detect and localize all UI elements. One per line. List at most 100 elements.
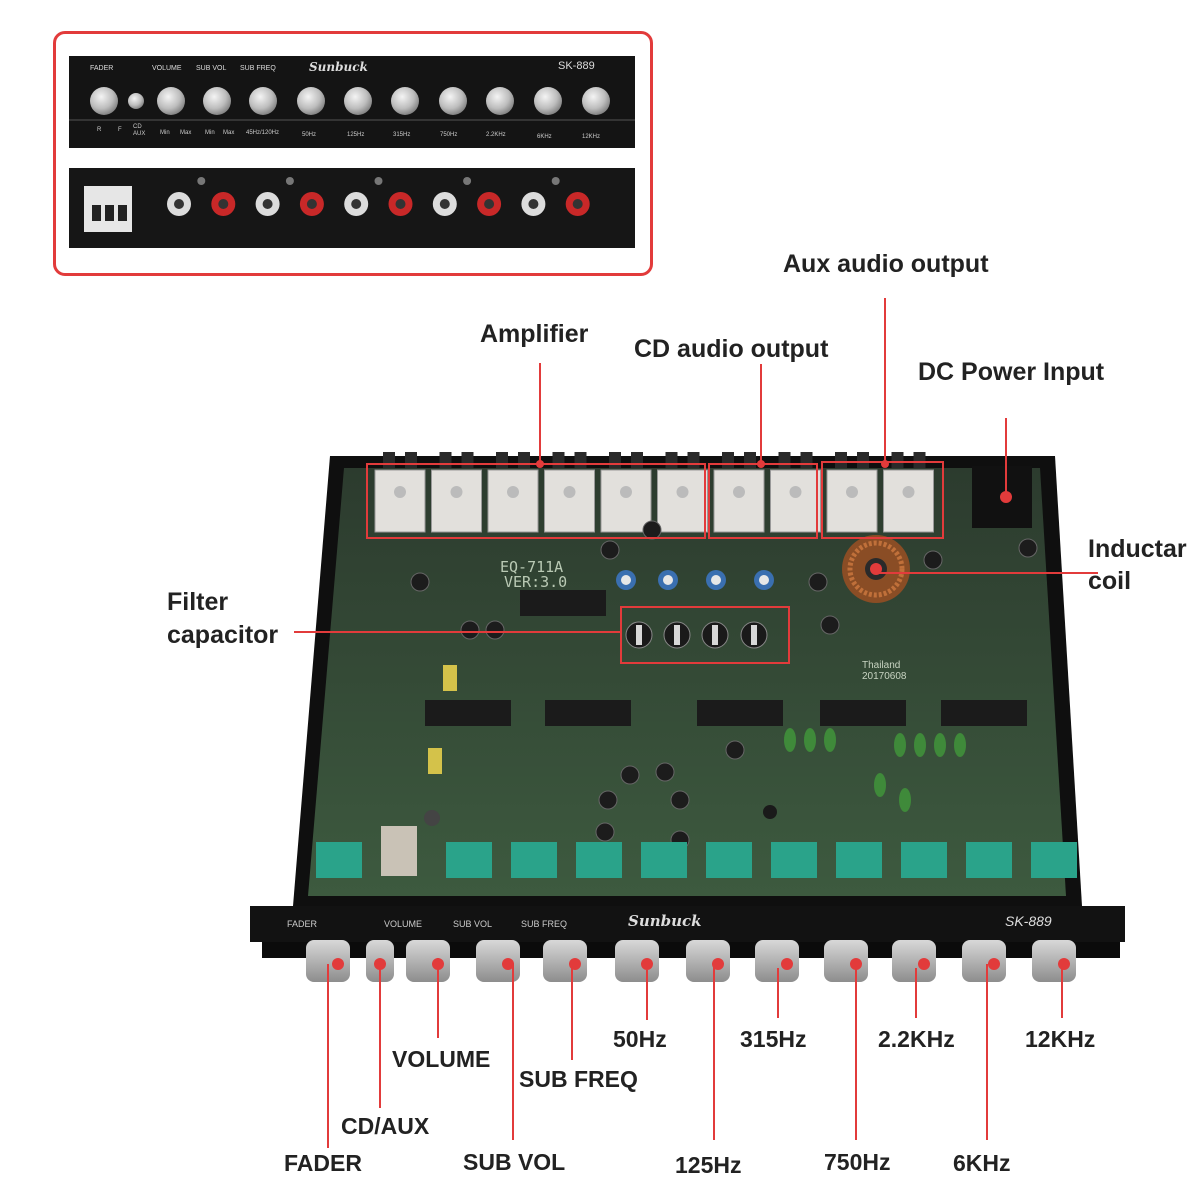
- callout-inductance-coil-line1: Inductar: [1088, 535, 1187, 563]
- board-text-date: 20170608: [862, 671, 907, 682]
- capacitor-icon: [642, 520, 662, 540]
- inset-scale-label: 45Hz/120Hz: [246, 130, 280, 136]
- capacitor-icon: [485, 620, 505, 640]
- inset-scale-label: R: [97, 127, 102, 133]
- inset-scale-label: AUX: [133, 131, 146, 137]
- label-315hz: 315Hz: [740, 1026, 807, 1052]
- panel-label-sub-freq: SUB FREQ: [521, 919, 568, 929]
- front-knob: [686, 940, 730, 982]
- inset-label-sub-vol: SUB VOL: [196, 65, 227, 72]
- potentiometer-icon: [771, 842, 817, 878]
- capacitor-icon: [598, 790, 618, 810]
- front-knob: [755, 940, 799, 982]
- label-sub-vol: SUB VOL: [463, 1149, 566, 1175]
- rca-jack-block: [544, 469, 595, 533]
- label-sub-freq: SUB FREQ: [519, 1066, 638, 1092]
- rca-jack-block: [657, 469, 708, 533]
- dc-power-block: [972, 466, 1032, 528]
- inset-brand: Sunbuck: [309, 60, 368, 74]
- screw-icon: [463, 177, 472, 185]
- potentiometer-icon: [966, 842, 1012, 878]
- callout-leaders: [294, 298, 1098, 633]
- capacitor-icon: [595, 822, 615, 842]
- inset-scale-label: Min: [160, 130, 170, 136]
- inset-scale-label: 125Hz: [347, 132, 365, 138]
- inset-label-sub-freq: SUB FREQ: [240, 65, 276, 72]
- filter-capacitors: [625, 621, 768, 649]
- inset-scale-label: 2.2KHz: [486, 132, 506, 138]
- rca-jack-block: [374, 469, 426, 533]
- inset-knob: [157, 87, 185, 115]
- potentiometer-icon: [511, 842, 557, 878]
- resistor-icon: [443, 665, 457, 691]
- potentiometer-row: [316, 826, 1077, 878]
- inset-knob: [534, 87, 562, 115]
- label-volume: VOLUME: [392, 1046, 491, 1072]
- front-knob: [892, 940, 936, 982]
- inset-scale-label: 750Hz: [440, 132, 458, 138]
- film-capacitor-icon: [874, 773, 886, 797]
- front-knob: [824, 940, 868, 982]
- inset-knob: [391, 87, 419, 115]
- ic-chip: [820, 700, 906, 726]
- front-knob: [1032, 940, 1076, 982]
- inset-scale-label: Min: [205, 130, 215, 136]
- label-750hz: 750Hz: [824, 1149, 891, 1175]
- knob-leaders: [327, 958, 1063, 1148]
- inset-knob: [439, 87, 467, 115]
- inset-knob: [128, 93, 144, 109]
- potentiometer-icon: [641, 842, 687, 878]
- rca-jack-block: [600, 469, 652, 533]
- label-125hz: 125Hz: [675, 1152, 742, 1178]
- capacitor-icon: [1018, 538, 1038, 558]
- capacitor-icon: [620, 765, 640, 785]
- inset-rca-jacks: [167, 177, 590, 216]
- inset-label-fader: FADER: [90, 65, 114, 72]
- panel-label-volume: VOLUME: [384, 919, 423, 929]
- callout-inductance-coil-line2: coil: [1088, 567, 1132, 595]
- capacitor-icon: [670, 790, 690, 810]
- inset-scale-label: 6KHz: [537, 134, 552, 140]
- front-knob: [615, 940, 659, 982]
- callout-dc-power-input: DC Power Input: [918, 358, 1105, 386]
- front-knob: [962, 940, 1006, 982]
- board-text-country: Thailand: [862, 660, 901, 671]
- film-capacitor-icon: [784, 728, 796, 752]
- film-capacitor-icon: [934, 733, 946, 757]
- screw-icon: [424, 810, 440, 826]
- front-knob: [476, 940, 520, 982]
- capacitor-icon: [820, 615, 840, 635]
- potentiometer-icon: [901, 842, 947, 878]
- label-cd-aux: CD/AUX: [341, 1113, 430, 1139]
- potentiometer-icon: [576, 842, 622, 878]
- capacitor-icon: [410, 572, 430, 592]
- callout-aux-audio-output: Aux audio output: [783, 250, 989, 278]
- rca-jack-block: [487, 469, 539, 533]
- inset-scale-label: Max: [180, 130, 192, 136]
- capacitor-icon: [725, 740, 745, 760]
- inset-knob: [297, 87, 325, 115]
- capacitor-icon: [600, 540, 620, 560]
- inset-model: SK-889: [558, 60, 595, 72]
- jack-highlights: [366, 461, 944, 539]
- panel-model: SK-889: [1005, 913, 1052, 929]
- film-capacitor-icon: [954, 733, 966, 757]
- rca-jack-block: [770, 469, 821, 533]
- inset-scale-label: CD: [133, 124, 142, 130]
- inset-knob: [203, 87, 231, 115]
- ic-chip: [545, 700, 631, 726]
- ic-chip: [941, 700, 1027, 726]
- callout-filter-line1: Filter: [167, 588, 229, 616]
- inductor-coil-icon: [842, 535, 910, 603]
- label-50hz: 50Hz: [613, 1026, 667, 1052]
- capacitor-icon: [923, 550, 943, 570]
- capacitor-icon: [460, 620, 480, 640]
- inset-knob: [344, 87, 372, 115]
- rca-jack-block: [431, 469, 482, 533]
- board-text-model: EQ-711A: [500, 558, 564, 576]
- resistor-icon: [428, 748, 442, 774]
- inset-knob: [90, 87, 118, 115]
- callout-cd-audio-output: CD audio output: [634, 335, 829, 363]
- callout-amplifier: Amplifier: [480, 320, 589, 348]
- film-capacitor-icon: [804, 728, 816, 752]
